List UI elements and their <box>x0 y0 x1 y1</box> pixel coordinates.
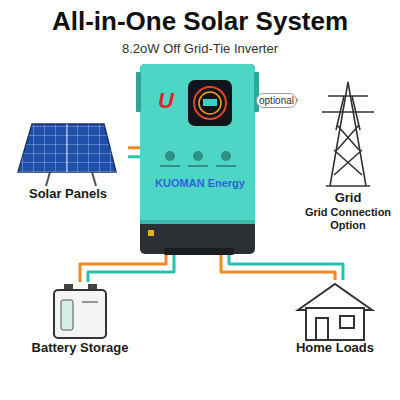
wire-line <box>128 155 140 158</box>
watermark: KUOMAN Energy <box>100 177 300 189</box>
grid-node: GridGrid Connection Option <box>298 78 398 232</box>
wire-connector <box>128 148 140 157</box>
inverter-icon <box>136 64 259 255</box>
house-icon <box>298 284 372 340</box>
node-sublabel: Grid Connection Option <box>298 206 398 232</box>
battery-node: Battery Storage <box>25 282 135 356</box>
solar-panel-icon <box>18 124 116 186</box>
wire-connector <box>80 254 174 282</box>
battery-icon <box>54 284 106 338</box>
node-label: Solar Panels <box>8 186 128 202</box>
edge-label: optional <box>256 93 297 108</box>
subtitle: 8.2oW Off Grid-Tie Inverter <box>0 41 400 56</box>
node-label: Grid <box>298 190 398 206</box>
node-label: U <box>158 88 255 114</box>
node-label: Home Loads <box>275 340 395 356</box>
diagram-title: All-in-One Solar System <box>0 6 400 37</box>
home-node: Home Loads <box>275 280 395 356</box>
wire-line <box>88 254 174 282</box>
wire-line <box>221 254 335 280</box>
wire-connector <box>221 254 343 280</box>
grid-tower-icon <box>322 82 374 186</box>
node-label: Battery Storage <box>25 340 135 356</box>
wire-line <box>128 146 140 149</box>
inverter-node: U <box>140 64 255 254</box>
solar-node: Solar Panels <box>8 118 128 202</box>
wire-line <box>80 254 166 282</box>
wire-line <box>229 254 343 280</box>
